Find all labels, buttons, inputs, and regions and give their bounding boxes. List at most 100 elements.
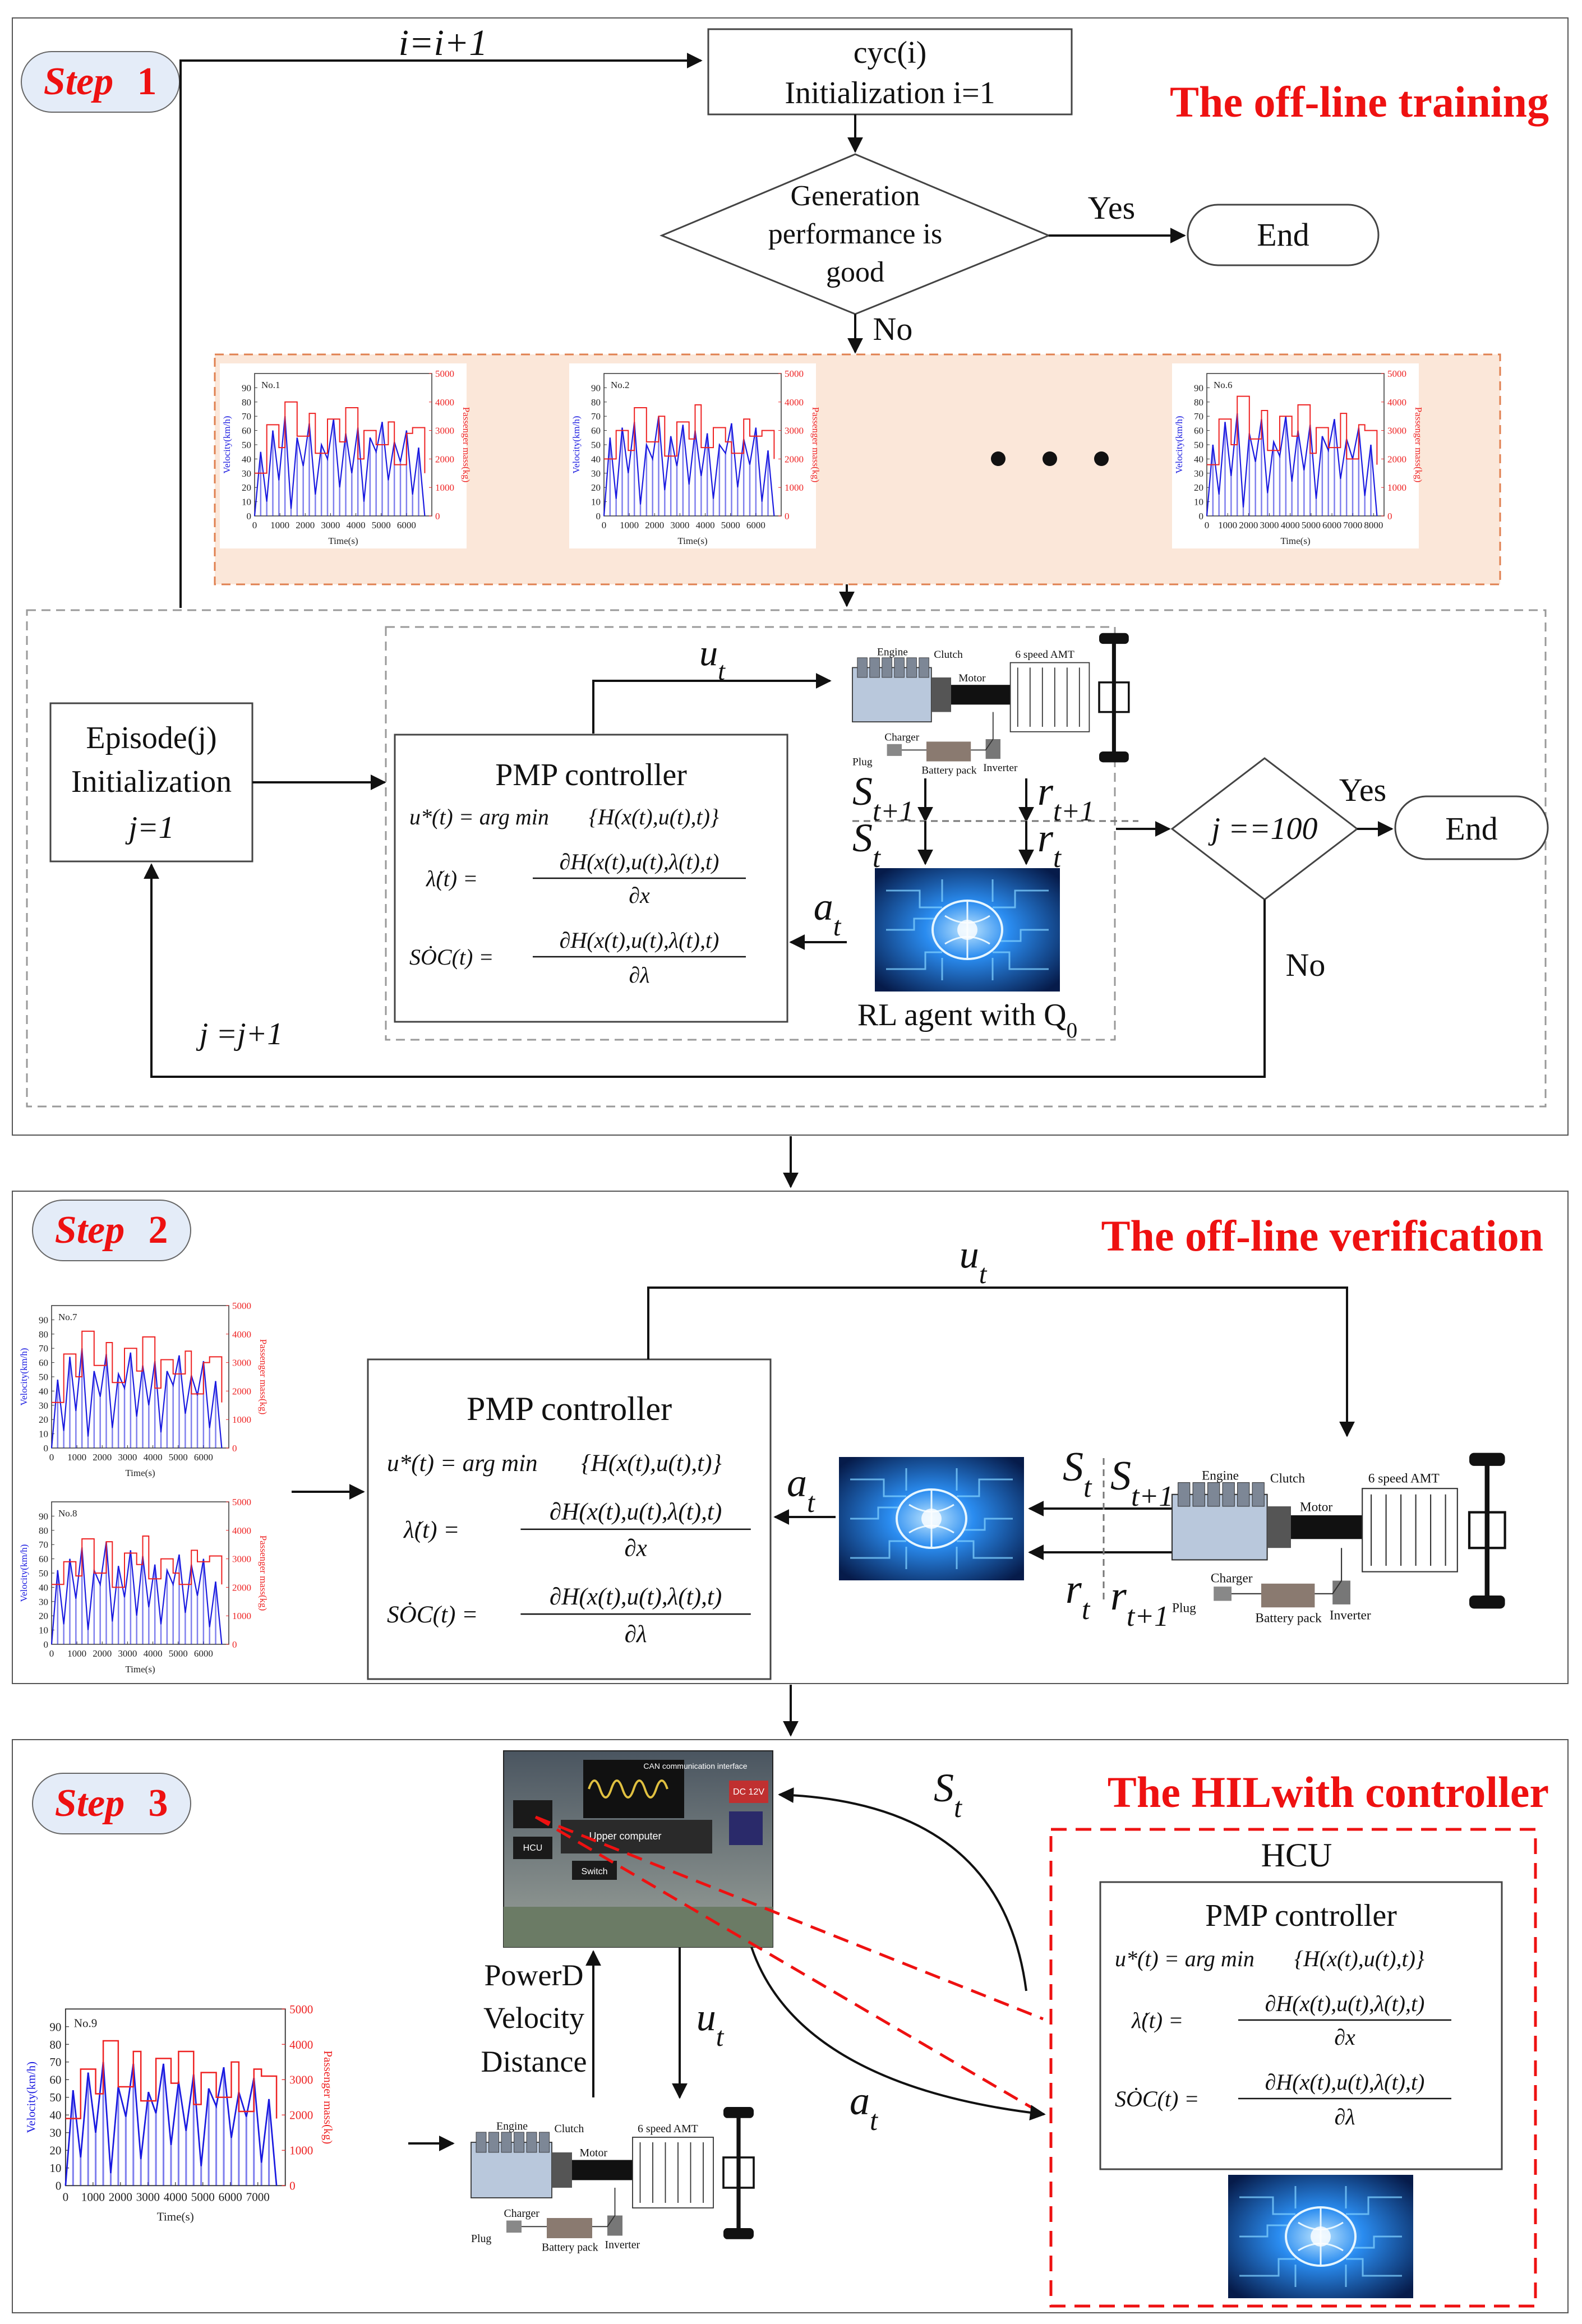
equation-1-lhs: u*(t) = arg min [409, 804, 549, 829]
equation-3-numerator: ∂H(x(t),u(t),λ(t),t) [550, 1584, 722, 1610]
end-terminal-2-label: End [1445, 810, 1497, 847]
y2-tick-label: 2000 [232, 1582, 251, 1593]
y2-tick-label: 0 [232, 1639, 237, 1650]
y2-tick-label: 5000 [289, 2003, 313, 2016]
amt-label: 6 speed AMT [1015, 649, 1074, 661]
clutch-block [552, 2152, 572, 2188]
engine-cylinder [501, 2132, 512, 2153]
y2-axis-label: Passenger mass(kg) [258, 1339, 269, 1415]
battery-pack-image [547, 2218, 592, 2238]
y-tick-label: 0 [1199, 511, 1204, 522]
x-tick-label: 5000 [169, 1648, 188, 1659]
y2-tick-label: 4000 [232, 1329, 251, 1340]
x-tick-label: 5000 [1302, 520, 1321, 531]
y-tick-label: 70 [591, 411, 601, 422]
x-tick-label: 2000 [296, 520, 315, 531]
y-tick-label: 60 [1194, 426, 1203, 436]
step3-badge-word: Step [55, 1782, 124, 1825]
mass-line [65, 2040, 278, 2119]
y-tick-label: 20 [591, 482, 601, 493]
inverter-block [985, 739, 1000, 759]
engine-cylinder [476, 2132, 487, 2153]
equation-2-numerator: ∂H(x(t),u(t),λ(t),t) [550, 1499, 722, 1525]
training-frame [26, 609, 1547, 1108]
equation-1-rhs: {H(x(t),u(t),t)} [589, 804, 719, 829]
y-tick-label: 90 [39, 1315, 48, 1325]
y2-tick-label: 1000 [785, 482, 804, 493]
feedback-line3: Distance [481, 2045, 587, 2078]
equation-1-rhs: {H(x(t),u(t),t)} [581, 1450, 721, 1477]
motor-block [951, 685, 1011, 705]
x-tick-label: 8000 [1364, 520, 1383, 531]
equations-step2: u*(t) = arg min{H(x(t),u(t),t)}λ̇(t) =∂H… [387, 1450, 751, 1648]
rl-agent-image-step1 [874, 867, 1061, 993]
rt-label: rt [1037, 815, 1062, 873]
at-arrow-step3 [750, 1947, 1046, 2121]
chart-title: No.7 [58, 1312, 77, 1322]
y2-tick-label: 4000 [785, 397, 804, 408]
engine-cylinder [514, 2132, 524, 2153]
wheel-bottom [1099, 751, 1129, 763]
equations-step3: u*(t) = arg min{H(x(t),u(t),t)}λ̇(t) =∂H… [1115, 1946, 1451, 2129]
y2-tick-label: 1000 [1387, 482, 1406, 493]
charger-label: Charger [1211, 1571, 1253, 1586]
x-tick-label: 5000 [372, 520, 391, 531]
x-tick-label: 2000 [645, 520, 664, 531]
y-tick-label: 90 [591, 382, 601, 393]
y-tick-label: 80 [39, 1329, 48, 1340]
mass-line [52, 1330, 223, 1403]
y-tick-label: 40 [1194, 454, 1203, 464]
hcu-link-top [535, 1815, 1044, 2021]
y-tick-label: 70 [39, 1343, 48, 1354]
inverter-label: Inverter [983, 762, 1018, 774]
st1-label: St+1 [852, 769, 914, 827]
decision-yes: Yes [1088, 190, 1135, 226]
x-tick-label: 4000 [347, 520, 366, 531]
y2-tick-label: 5000 [785, 368, 804, 379]
amt-label: 6 speed AMT [638, 2123, 698, 2135]
y-axis-label: Velocity(km/h) [222, 416, 232, 474]
cable [1315, 1548, 1343, 1594]
y2-tick-label: 3000 [785, 426, 804, 436]
y2-tick-label: 5000 [435, 368, 454, 379]
clutch-label: Clutch [555, 2123, 584, 2135]
step3-badge: Step 3 [32, 1773, 191, 1834]
x-tick-label: 7000 [246, 2191, 270, 2204]
photo-label-upper: Upper computer [589, 1830, 661, 1842]
engine-cylinder [857, 657, 868, 678]
x-tick-label: 6000 [746, 520, 765, 531]
step1-title: The off-line training [1170, 77, 1549, 126]
y2-tick-label: 2000 [435, 454, 454, 464]
y2-tick-label: 5000 [232, 1301, 251, 1311]
x-tick-label: 6000 [194, 1648, 213, 1659]
amt-gearbox [632, 2137, 714, 2208]
step3-title: The HILwith controller [1108, 1768, 1549, 1816]
chart-no1: No.1010203040506070809001000200030004000… [220, 363, 472, 548]
decision-no: No [873, 311, 913, 347]
y-tick-label: 90 [1194, 382, 1203, 393]
x-tick-label: 1000 [1218, 520, 1237, 531]
y2-tick-label: 1000 [232, 1611, 251, 1621]
engine-cylinder [1252, 1482, 1265, 1507]
y-tick-label: 20 [242, 482, 251, 493]
y2-tick-label: 1000 [435, 482, 454, 493]
battery-label: Battery pack [542, 2242, 598, 2254]
charger-block [506, 2220, 522, 2233]
step1-badge-num: 1 [137, 60, 157, 103]
x-tick-label: 4000 [696, 520, 715, 531]
decision-line2: performance is [768, 218, 942, 250]
x-tick-label: 2000 [93, 1452, 112, 1463]
chart-no2: No.2010203040506070809001000200030004000… [569, 363, 821, 548]
engine-label: Engine [877, 646, 908, 658]
end-terminal-1-label: End [1257, 216, 1309, 253]
engine-cylinder [1207, 1482, 1220, 1507]
chart-title: No.1 [261, 380, 280, 390]
amt-gearbox [1362, 1488, 1458, 1573]
x-tick-label: 4000 [1281, 520, 1300, 531]
plug-label: Plug [852, 757, 873, 768]
equation-3-lhs: SȮC(t) = [409, 944, 493, 970]
rt1-label-step2: rt+1 [1110, 1573, 1169, 1633]
